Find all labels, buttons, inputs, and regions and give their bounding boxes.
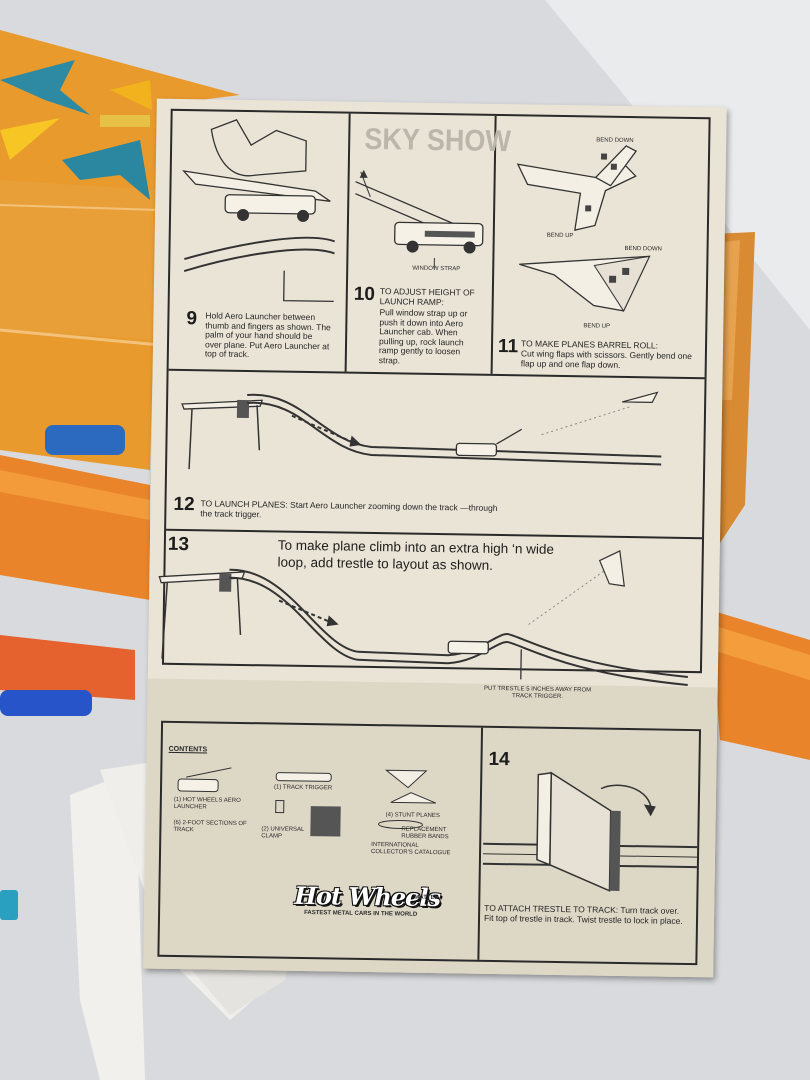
instruction-sheet: SKY SHOW 9 Hold Aero Launcher between th… xyxy=(143,98,727,978)
step13-illustration xyxy=(158,550,688,686)
step14-text: TO ATTACH TRESTLE TO TRACK: Turn track o… xyxy=(483,902,683,926)
step10-illustration xyxy=(355,169,484,268)
step12-illustration xyxy=(181,391,662,470)
toy-plane-print xyxy=(0,60,152,200)
step14-illustration xyxy=(482,771,698,892)
step9-illustration xyxy=(182,119,335,303)
contents-illustration xyxy=(177,767,437,837)
step11-illustration xyxy=(516,145,651,312)
